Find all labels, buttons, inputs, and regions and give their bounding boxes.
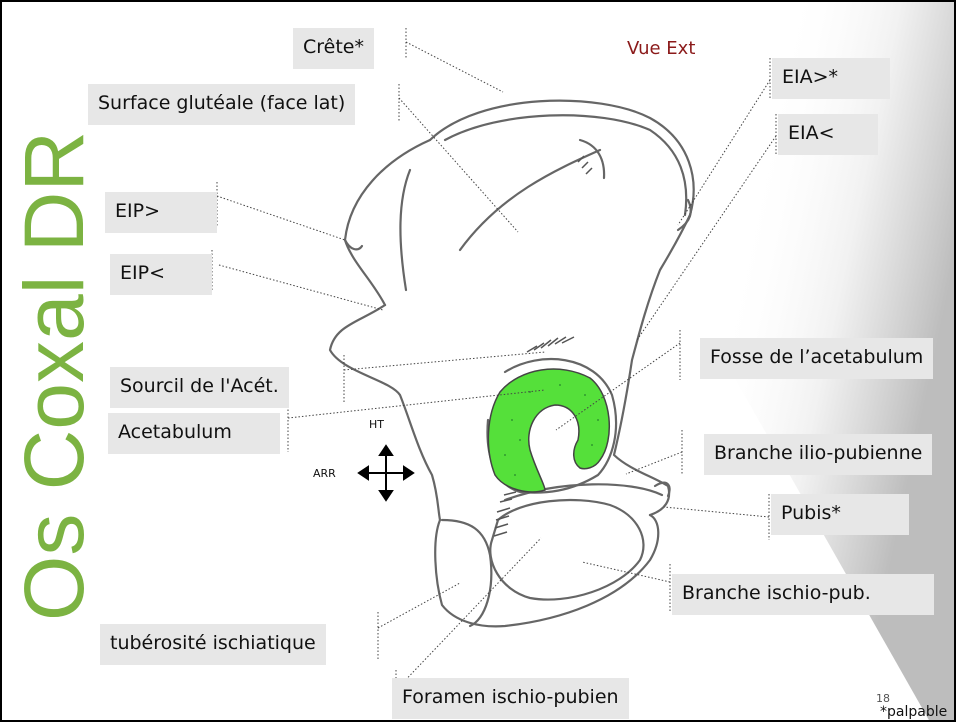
label-foramen: Foramen ischio-pubien [392, 678, 629, 719]
view-title: Vue Ext [627, 38, 696, 59]
iliac-crest-inner [443, 114, 688, 217]
label-eia-sup: EIA>* [772, 58, 890, 99]
label-sourcil: Sourcil de l'Acét. [110, 367, 289, 408]
direction-back-label: ARR [313, 467, 336, 480]
page-number: 18 [876, 692, 890, 705]
slide-title: Os Coxal DR [7, 130, 101, 621]
eia-hook [676, 198, 692, 232]
label-ticks [211, 28, 777, 716]
label-branche-ilio: Branche ilio-pubienne [704, 434, 933, 475]
label-fosse: Fosse de l’acetabulum [700, 338, 934, 379]
footnote: *palpable [880, 704, 948, 720]
gluteal-line-inferior [578, 138, 606, 180]
eip-hook [343, 238, 364, 251]
label-eia-inf: EIA< [778, 114, 878, 155]
ischial-ramus-line [503, 483, 664, 502]
obturator-foramen [489, 498, 645, 601]
pubis-tip [653, 481, 671, 498]
label-surface-glutéale: Surface glutéale (face lat) [88, 84, 356, 125]
eip-contour [343, 138, 432, 307]
label-eip-sup: EIP> [105, 192, 217, 233]
label-tuberosite: tubérosité ischiatique [100, 624, 326, 665]
hatch-marks [493, 155, 593, 537]
ischium-outline [434, 513, 660, 628]
lunate-stipple [504, 384, 599, 476]
label-eip-inf: EIP< [110, 254, 212, 295]
label-crete: Crête* [293, 28, 374, 69]
ischial-tuberosity [440, 518, 493, 628]
four-way-arrow-icon [357, 444, 415, 502]
acetabulum-lunate-surface [487, 368, 611, 493]
gluteal-line-anterior [458, 148, 602, 252]
label-pubis: Pubis* [771, 494, 909, 535]
posterior-border [328, 303, 442, 522]
label-acetabulum: Acetabulum [108, 413, 280, 454]
label-branche-ischio: Branche ischio-pub. [672, 574, 934, 615]
ilium-outline [428, 99, 695, 517]
leader-lines [216, 41, 777, 691]
gluteal-line-posterior [399, 168, 412, 292]
direction-up-label: HT [369, 418, 384, 431]
